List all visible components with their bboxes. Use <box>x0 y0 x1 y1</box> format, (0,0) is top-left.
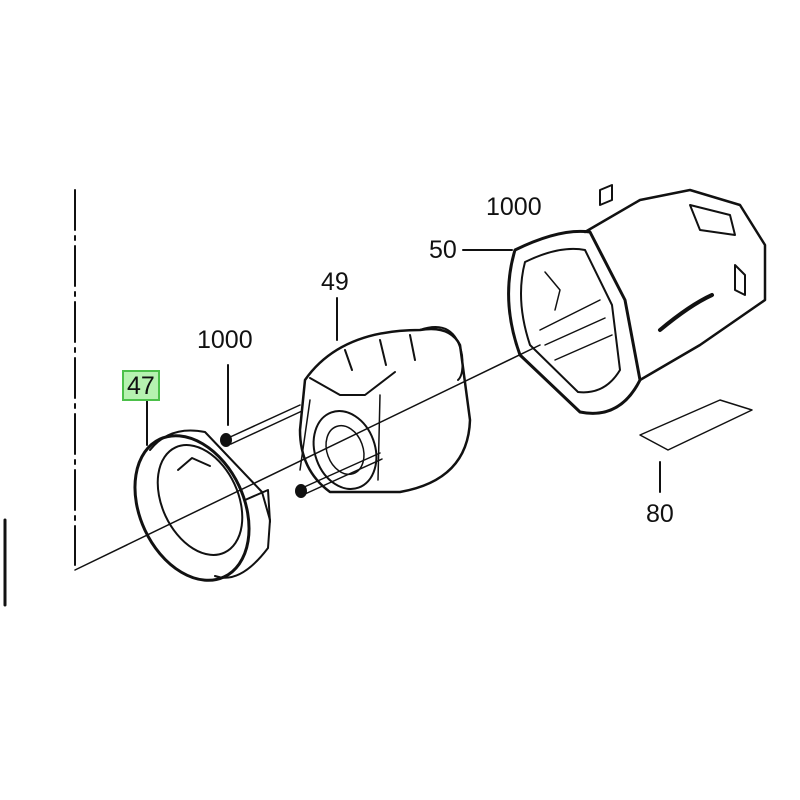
assembly-axis-line <box>74 344 541 571</box>
callout-1000-housing: 1000 <box>486 193 542 221</box>
callout-1000-screws: 1000 <box>197 326 253 354</box>
callout-50: 50 <box>429 236 457 264</box>
screw-icon-lower <box>295 452 383 498</box>
label-plate-icon <box>639 399 753 451</box>
motor-housing-icon <box>507 184 767 415</box>
callout-47: 47 <box>122 370 160 401</box>
screw-icon <box>220 404 303 447</box>
callout-49: 49 <box>321 268 349 296</box>
end-cap-ring-icon <box>133 429 271 582</box>
motor-stator-icon <box>298 326 472 494</box>
callout-80: 80 <box>646 500 674 528</box>
